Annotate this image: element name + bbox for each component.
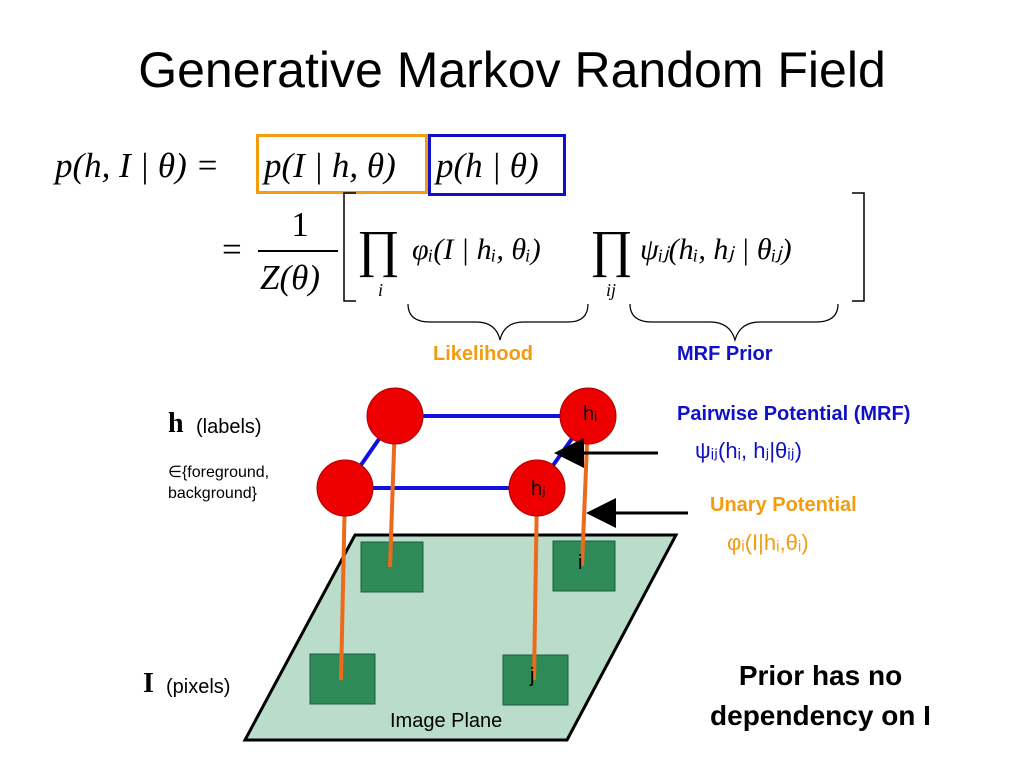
product-i-symbol: ∏	[357, 221, 400, 278]
equation-lhs: p(h, I | θ) =	[55, 146, 220, 185]
pairwise-formula: ψᵢⱼ(hᵢ, hⱼ|θᵢⱼ)	[695, 438, 802, 463]
mrf-prior-label: MRF Prior	[677, 343, 773, 365]
pairwise-term: ψᵢⱼ(hᵢ, hⱼ | θᵢⱼ)	[640, 233, 792, 266]
prior-term: p(h | θ)	[436, 146, 539, 185]
node-hj-label: hⱼ	[531, 478, 546, 500]
underbraces	[407, 303, 839, 343]
link-j	[532, 491, 539, 681]
h-domain-line1: ∈{foreground,	[168, 464, 270, 481]
product-ij-subscript: ij	[606, 280, 617, 300]
node-hi-label: hᵢ	[583, 403, 598, 425]
node-hi	[559, 387, 617, 445]
unary-formula: φᵢ(I|hᵢ,θᵢ)	[727, 530, 809, 555]
pixel-j-label: j	[530, 665, 535, 687]
pairwise-title: Pairwise Potential (MRF)	[677, 403, 911, 425]
equals-sign: =	[222, 230, 242, 269]
product-ij-symbol: ∏	[590, 221, 633, 278]
h-domain-line2: background}	[168, 485, 257, 502]
unary-title: Unary Potential	[710, 494, 857, 516]
note-line2: dependency on I	[710, 700, 931, 731]
pixel-i-label: i	[578, 552, 583, 574]
I-pixels-text: (pixels)	[166, 676, 231, 698]
slide-title: Generative Markov Random Field	[138, 42, 886, 98]
fraction-denominator: Z(θ)	[260, 258, 320, 297]
fraction-bar	[258, 250, 338, 252]
bracket-pair	[343, 192, 865, 302]
h-labels-text: (labels)	[196, 416, 262, 438]
link-back-left	[388, 419, 397, 568]
node-back-left	[366, 387, 424, 445]
fraction-numerator: 1	[291, 205, 309, 244]
image-plane-label: Image Plane	[390, 710, 503, 732]
note-line1: Prior has no	[738, 660, 903, 691]
node-front-left	[316, 459, 374, 517]
right-bracket	[852, 192, 865, 302]
h-symbol: h	[168, 408, 184, 439]
prior-brace	[629, 303, 839, 343]
likelihood-brace	[407, 303, 589, 341]
likelihood-box	[256, 134, 428, 194]
unary-term: φᵢ(I | hᵢ, θᵢ)	[412, 233, 541, 266]
link-front-left	[339, 491, 347, 681]
node-hj	[508, 459, 566, 517]
I-symbol: I	[143, 668, 154, 699]
left-bracket	[343, 192, 356, 302]
product-i-subscript: i	[378, 280, 384, 300]
likelihood-term: p(I | h, θ)	[264, 146, 396, 185]
likelihood-label: Likelihood	[433, 343, 533, 365]
prior-box	[428, 134, 566, 196]
